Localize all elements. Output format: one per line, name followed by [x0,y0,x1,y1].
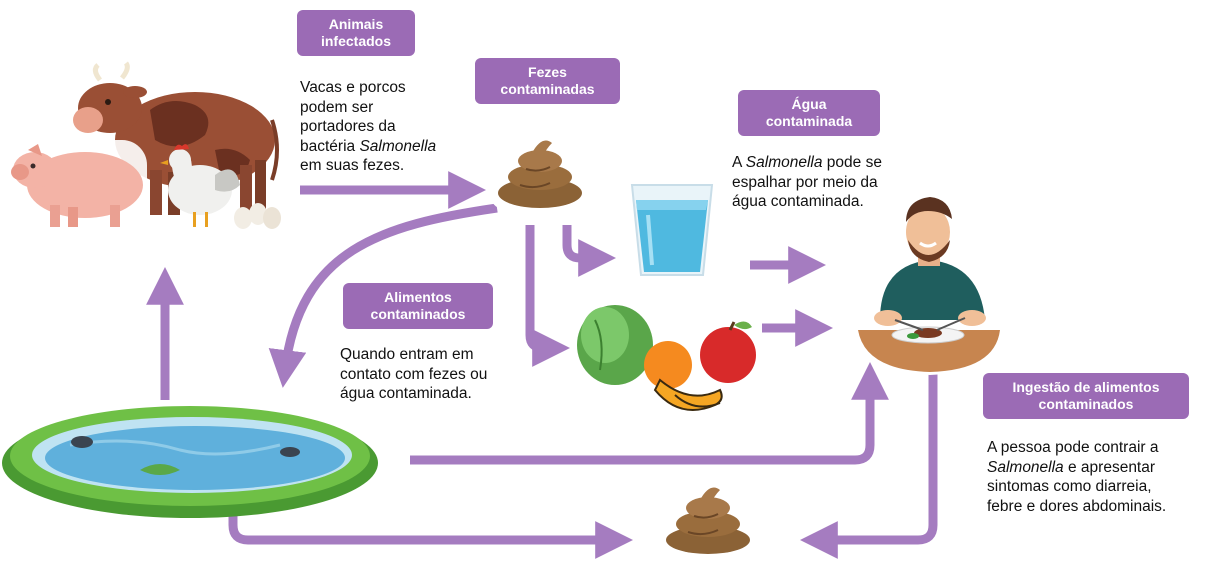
badge-line: contaminados [1038,396,1134,412]
badge-line: Animais [328,16,384,32]
badge-line: Alimentos [384,289,452,305]
badge-line: infectados [320,33,391,49]
text-part: A [732,154,746,171]
eggs-icon [234,203,281,229]
desc-line: Quando entram em [340,346,474,363]
badge-line: Ingestão de alimentos [1012,379,1160,395]
desc-line: espalhar por meio da [732,173,878,191]
chicken-icon [160,144,240,227]
species-name: Salmonella [359,137,437,155]
species-name: Salmonella [745,154,823,171]
badge-animais-infectados: Animais infectados [297,10,415,56]
desc-line: sintomas como diarreia, [987,478,1152,495]
desc-line: água contaminada. [340,385,472,402]
badge-fezes-contaminadas: Fezes contaminadas [475,58,620,104]
species-name: Salmonella [987,458,1064,476]
flow-arrows [146,171,938,559]
pig-icon [11,140,147,232]
desc-line: Vacas e porcos [300,79,406,96]
desc-ingestao: A pessoa pode contrair a Salmonella e ap… [987,438,1166,516]
badge-line: contaminada [765,113,853,129]
desc-line: podem ser [300,98,374,116]
arrow-feces-to-pond [268,203,498,388]
water-glass-icon [630,184,714,276]
desc-line: A pessoa pode contrair a [987,439,1159,456]
arrow-pond-to-man [410,362,889,465]
desc-line: em suas fezes. [300,157,405,174]
arrow-feces-to-food [525,225,570,367]
text-part: e apresentar [1063,458,1156,476]
desc-line: Salmonella e apresentar [987,458,1166,478]
desc-line: água contaminada. [732,193,864,210]
badge-alimentos-contaminados: Alimentos contaminados [343,283,493,329]
badge-line: Água [791,96,827,112]
badge-line: Fezes [528,64,567,80]
arrow-man-to-feces [800,372,938,559]
badge-line: contaminados [370,306,466,322]
poop-icon [492,140,588,216]
desc-agua: A Salmonella pode se espalhar por meio d… [732,153,882,212]
vegetables-icon [575,305,765,415]
desc-line: A Salmonella pode se [732,153,882,173]
arrow-pond-to-feces [228,512,633,559]
pond-icon [2,406,378,518]
desc-line: portadores da [300,118,396,135]
man-eating-icon [858,197,1002,375]
badge-line: contaminadas [500,81,595,97]
desc-line: bactéria Salmonella [300,137,436,157]
arrow-feces-to-water [562,225,616,277]
text-part: pode se [822,154,882,171]
badge-ingestao: Ingestão de alimentos contaminados [983,373,1189,419]
desc-alimentos: Quando entram em contato com fezes ou ág… [340,345,487,404]
badge-agua-contaminada: Água contaminada [738,90,880,136]
desc-line: contato com fezes ou [340,365,488,383]
desc-line: febre e dores abdominais. [987,497,1167,515]
poop-icon [662,487,754,563]
animals-illustration [11,61,281,232]
desc-animais: Vacas e porcos podem ser portadores da b… [300,78,436,176]
text-part: bactéria [300,137,360,155]
